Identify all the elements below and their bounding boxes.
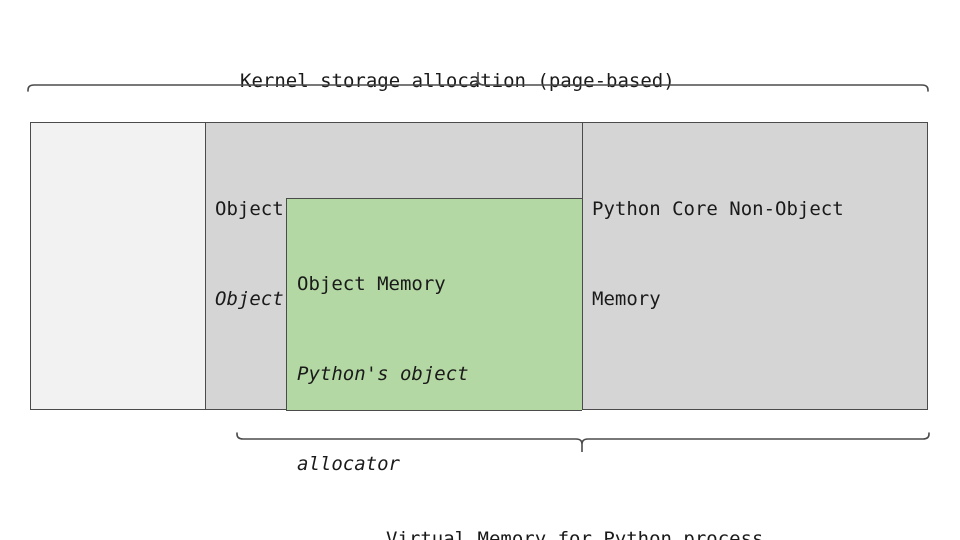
box-python-core-non-object-memory: Python Core Non-Object Memory	[582, 123, 927, 409]
box-python-core-non-object-memory-line-2: Memory	[592, 288, 661, 310]
memory-outer-box: Object-specific Memory Object-specific a…	[30, 122, 928, 475]
box-object-memory: Object Memory Python's object allocator	[286, 198, 582, 475]
box-object-memory-label: Object Memory Python's object allocator	[297, 209, 576, 539]
box-object-memory-line-3: allocator	[297, 453, 400, 475]
box-object-memory-line-1: Object Memory	[297, 273, 446, 295]
box-python-core-non-object-memory-line-1: Python Core Non-Object	[592, 198, 844, 220]
box-system-memory-label	[40, 134, 199, 314]
box-system-memory	[31, 123, 205, 409]
top-caption-line-1: Kernel storage allocation (page-based)	[240, 70, 675, 92]
bottom-caption: Virtual Memory for Python process C libr…	[386, 464, 846, 540]
box-object-memory-line-2: Python's object	[297, 363, 469, 385]
box-object-specific-memory: Object-specific Memory Object-specific a…	[205, 123, 582, 475]
bottom-caption-line-1: Virtual Memory for Python process	[386, 528, 764, 540]
box-python-core-non-object-memory-label: Python Core Non-Object Memory	[592, 134, 921, 374]
